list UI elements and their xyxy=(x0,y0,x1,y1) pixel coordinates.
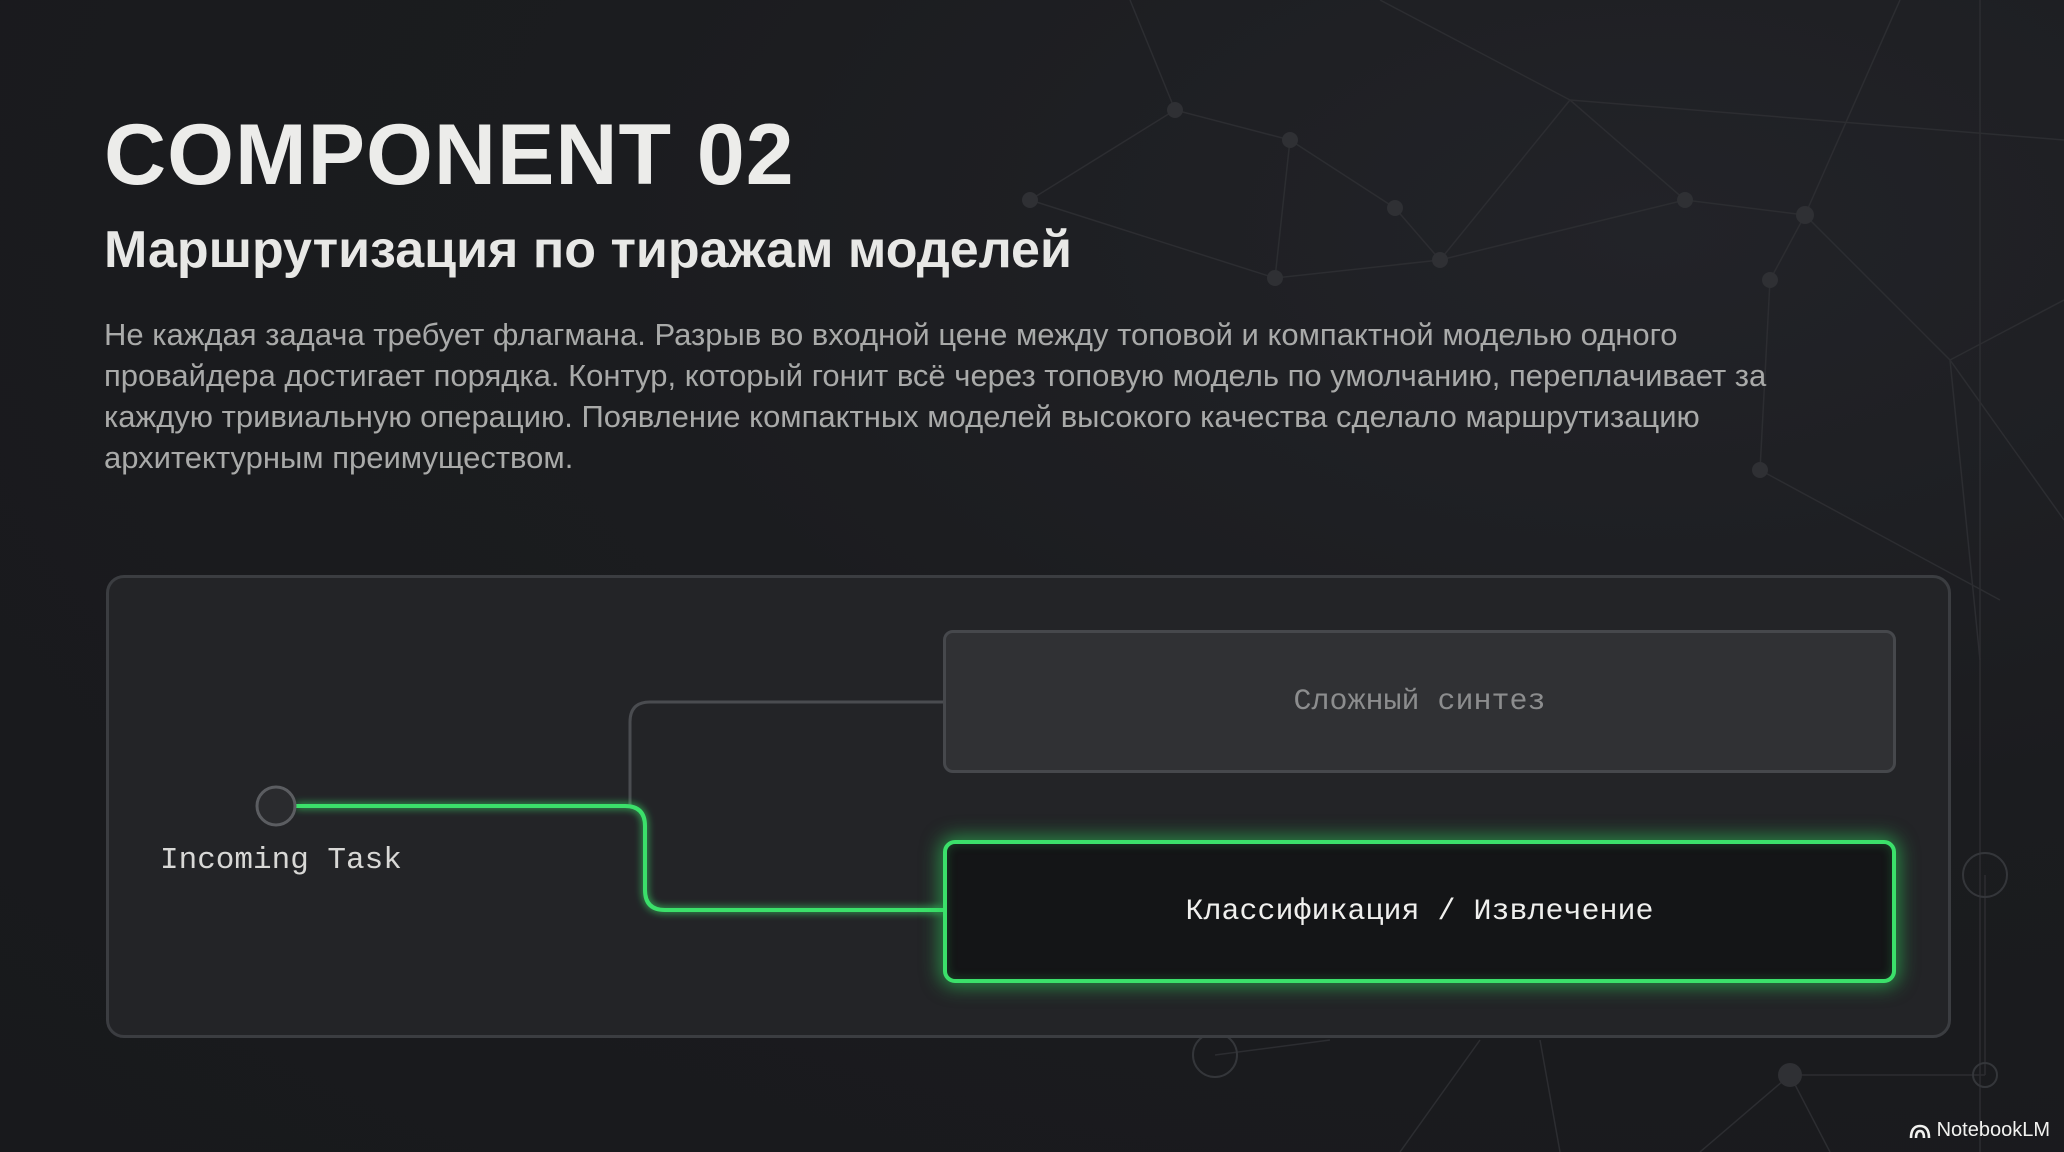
route-complex-label: Сложный синтез xyxy=(1293,684,1546,719)
route-complex-box: Сложный синтез xyxy=(943,630,1896,773)
brand-watermark: NotebookLM xyxy=(1909,1119,2050,1142)
notebooklm-logo-icon xyxy=(1909,1124,1930,1138)
slide-subtitle: Маршрутизация по тиражам моделей xyxy=(104,221,1072,279)
slide-title: COMPONENT 02 xyxy=(104,107,795,203)
incoming-task-label: Incoming Task xyxy=(160,843,402,878)
slide-body-text: Не каждая задача требует флагмана. Разры… xyxy=(104,317,1767,475)
route-simple-label: Классификация / Извлечение xyxy=(1185,894,1654,929)
brand-name: NotebookLM xyxy=(1936,1119,2050,1141)
route-simple-box: Классификация / Извлечение xyxy=(943,840,1896,983)
